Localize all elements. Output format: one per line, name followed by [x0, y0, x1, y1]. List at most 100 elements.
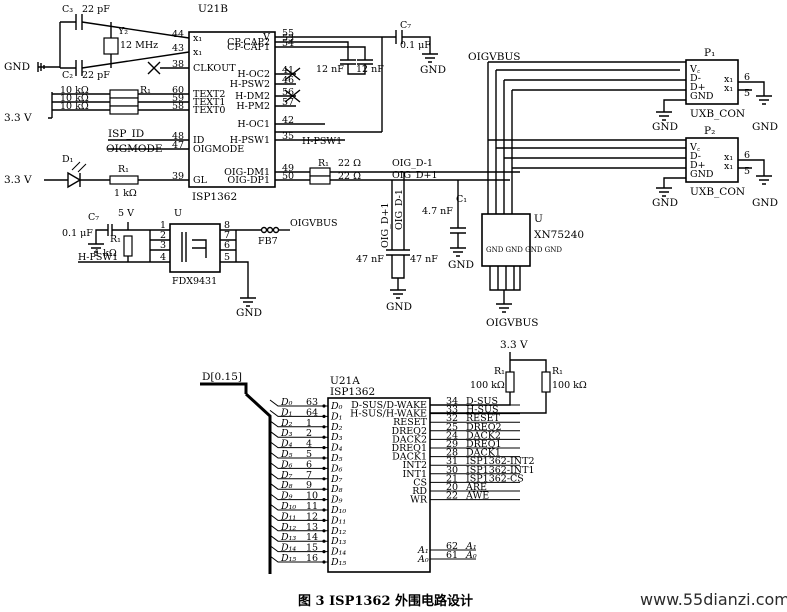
data-line	[269, 514, 328, 521]
conn-pin-label: GND	[690, 169, 714, 180]
control-pin-name: DREQ2	[391, 426, 427, 437]
data-line	[269, 441, 328, 449]
conn-pin-label: D-	[690, 151, 701, 162]
c3-value: 22 pF	[82, 4, 110, 15]
gnd-esd: GND	[386, 301, 412, 313]
data-line	[269, 399, 328, 407]
r-pullup-a-ref: R₁	[494, 366, 505, 377]
u21b-left-pin-name: TEXT0	[193, 105, 225, 116]
u21b-left-pin-name: CLKOUT	[193, 63, 236, 74]
id-mode-nets: ISP_ID OIGMODE	[106, 128, 189, 155]
oigvbus-bus: OIGVBUS	[468, 51, 690, 200]
data-pin-name: D₆	[330, 463, 343, 474]
r-pullup-b-ref: R₁	[552, 366, 563, 377]
usb-connector-p2: P₂ UXB_CON 6 5 GND GND	[652, 125, 778, 209]
data-net-label: D₁₅	[280, 553, 296, 564]
u21b-left-pin-num: 44	[172, 29, 184, 40]
data-pin-num: 12	[306, 511, 318, 522]
u21b-left-pin-name: GL	[193, 175, 208, 186]
data-pin-name: D₄	[330, 443, 343, 454]
conn-xpin-label: x₁	[724, 161, 733, 172]
data-pin-name: D₅	[330, 453, 343, 464]
control-pin-name: INT2	[403, 460, 427, 471]
data-pin-num: 5	[306, 449, 312, 460]
control-net-label: ISP1362-CS	[466, 473, 524, 484]
data-pin-num: 63	[306, 397, 318, 408]
fdx-pin3: 3	[160, 240, 166, 251]
data-net-label: D₄	[280, 439, 293, 450]
c-cap1-value: 12 nF	[316, 64, 344, 75]
control-net-label: ISP1362-INT2	[466, 456, 535, 467]
data-net-label: D₁₂	[280, 522, 296, 533]
conn-pin-label: GND	[690, 91, 714, 102]
conn-pin-label: V꜀	[689, 142, 700, 153]
vcc-33-text: 3.3 V	[4, 112, 32, 124]
xn-gnd-pins: GND GND GND GND	[486, 246, 562, 254]
conn-pin-label: D-	[690, 73, 701, 84]
cap-circuit: C₇ 0.1 μF GND 12 nF 12 nF	[275, 20, 446, 133]
control-pin-num: 28	[446, 448, 458, 459]
gnd-c1: GND	[448, 259, 474, 271]
fb-oigvbus-label: OIGVBUS	[290, 218, 338, 229]
r-fdx-value: 1 kΩ	[94, 248, 117, 259]
data-net-label: D₀	[280, 397, 293, 408]
led-circuit: 3.3 V D₁ R₁ 1 kΩ	[4, 154, 189, 199]
control-pin-num: 30	[446, 465, 458, 476]
data-line	[269, 524, 328, 532]
pin-dot	[322, 435, 326, 439]
data-line	[269, 555, 328, 563]
led-ref: D₁	[62, 154, 74, 165]
control-pin-num: 32	[446, 413, 458, 424]
hpsw1-fdx-label: H-PSW1	[78, 252, 118, 263]
p2-name: UXB_CON	[690, 186, 745, 198]
oig-dm-vertical: OIG_D-1	[394, 189, 405, 230]
u21b-left-pin-name: x₁	[193, 47, 202, 58]
p1-name: UXB_CON	[690, 108, 745, 120]
fdx-pin8: 8	[224, 220, 230, 231]
data-line	[269, 503, 328, 511]
gnd-left: GND	[4, 61, 30, 73]
data-pin-num: 6	[306, 459, 312, 470]
gnd-p2-left: GND	[652, 197, 678, 209]
control-net-label: D-SUS	[466, 396, 498, 407]
u21b-right-pin-num: 46	[282, 75, 294, 86]
r-led-ref: R₁	[118, 164, 129, 175]
control-pin-name: D-SUS/D-WAKE	[351, 400, 427, 411]
u21b-left-pin-num: 60	[172, 85, 184, 96]
p2-ref: P₂	[704, 125, 715, 137]
c7-ref: C₇	[400, 20, 411, 31]
u21b-right-pin-name: H-DM2	[235, 91, 270, 102]
data-pin-num: 13	[306, 522, 318, 533]
pin-dot	[322, 425, 326, 429]
u21b-right-pin-name: H-PM2	[236, 101, 270, 112]
data-pin-name: D₀	[330, 401, 343, 412]
control-net-label: DREQ1	[466, 439, 502, 450]
u21b-left-pin-num: 58	[172, 101, 184, 112]
data-pin-num: 9	[306, 480, 312, 491]
pin-dot	[322, 560, 326, 564]
control-pin-num: 22	[446, 491, 458, 502]
u21b-right-pin-num: 49	[282, 163, 294, 174]
u21b-right-pin-name: OIG-DM1	[224, 167, 270, 178]
u21a-ref: U21A	[330, 375, 360, 387]
data-net-label: D₃	[280, 428, 293, 439]
fdx-pin1: 1	[160, 220, 166, 231]
control-pin-name: DACK2	[392, 434, 427, 445]
u21b-left-pin-num: 47	[172, 140, 184, 151]
fdx-pin6: 6	[224, 240, 230, 251]
c7-value: 0.1 μF	[400, 40, 431, 51]
r-text0-value: 10 kΩ	[60, 101, 89, 112]
fdx-pin5: 5	[224, 252, 230, 263]
oig-data-lines: R₁ 22 Ω 22 Ω OIG_D-1 OIG_D+1 H-PSW1	[275, 136, 520, 185]
conn-pin-label: D+	[690, 82, 706, 93]
fdx-pin7: 7	[224, 230, 230, 241]
xn-part: XN75240	[534, 229, 584, 241]
c47n-b-value: 47 nF	[410, 254, 438, 265]
control-pin-num: 24	[446, 430, 458, 441]
usb-connector-p1: P₁ UXB_CON 6 5 GND GND	[652, 47, 778, 133]
control-pin-name: RESET	[393, 417, 428, 428]
